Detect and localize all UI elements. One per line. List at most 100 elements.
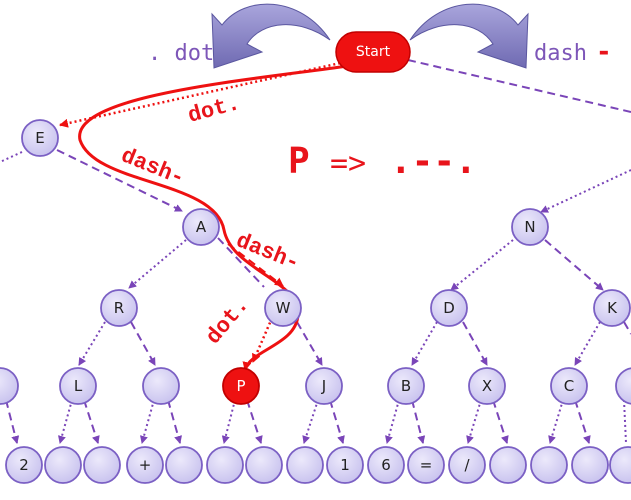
edge-empty-leaf xyxy=(167,399,182,444)
node-D-label: D xyxy=(443,299,455,317)
edge-N-D xyxy=(450,239,514,291)
dash-direction-arrow xyxy=(409,3,529,69)
edge-D-X xyxy=(462,321,488,366)
leaf-node xyxy=(44,446,82,484)
path-label-dot-1: dot. xyxy=(185,91,242,129)
edge-X-leaf xyxy=(492,399,509,444)
dash-legend-symbol: - xyxy=(596,37,612,67)
leaf-node xyxy=(609,446,631,484)
edge-X-slash xyxy=(466,399,482,444)
node-E xyxy=(21,119,59,157)
edge-L-leaf1 xyxy=(58,399,73,444)
start-node[interactable]: Start xyxy=(335,31,411,73)
edge-R-empty xyxy=(130,321,156,366)
node-K xyxy=(593,289,631,327)
formula-letter: P xyxy=(288,141,310,182)
node-B xyxy=(387,367,425,405)
node-eq-label: = xyxy=(420,456,433,474)
node-K-label: K xyxy=(607,299,618,317)
node-X xyxy=(468,367,506,405)
node-P-label: P xyxy=(236,377,245,395)
formula-code: .--. xyxy=(390,141,477,182)
node-right-offscreen xyxy=(615,367,631,405)
node-slash xyxy=(448,446,486,484)
path-label-dash-2: dash- xyxy=(232,228,303,276)
node-2 xyxy=(5,446,43,484)
edge-L-leaf2 xyxy=(83,399,100,444)
edge-C-leaf2 xyxy=(574,399,591,444)
edge-B-eq xyxy=(411,399,426,444)
node-empty-mid xyxy=(142,367,180,405)
edge-K-Y xyxy=(623,321,631,335)
node-D xyxy=(430,289,468,327)
red-edge-start-E xyxy=(59,60,346,128)
node-2-label: 2 xyxy=(19,456,29,474)
node-X-label: X xyxy=(482,377,492,395)
dash-legend-label: dash xyxy=(534,41,587,66)
tree-edges xyxy=(0,59,631,444)
node-plus xyxy=(126,446,164,484)
edge-A-W xyxy=(217,237,265,288)
leaf-node xyxy=(571,446,609,484)
dot-direction-arrow xyxy=(211,3,331,69)
formula-arrow: => xyxy=(330,146,366,181)
node-J xyxy=(305,367,343,405)
edge-N-K xyxy=(544,239,604,291)
edge-R-L xyxy=(78,321,106,366)
node-plus-label: + xyxy=(139,456,152,474)
edge-T-N xyxy=(540,169,631,213)
edge-B-6 xyxy=(385,399,400,444)
leaf-node xyxy=(83,446,121,484)
node-W-label: W xyxy=(276,299,291,317)
node-C-label: C xyxy=(564,377,574,395)
formula: P => .--. xyxy=(288,141,477,182)
node-A xyxy=(182,208,220,246)
node-1-label: 1 xyxy=(340,456,350,474)
edge-E-A xyxy=(56,149,183,212)
edge-J-leaf xyxy=(302,399,319,444)
start-label: Start xyxy=(356,44,391,60)
node-left-offscreen xyxy=(0,367,19,405)
dot-legend-label: . dot xyxy=(148,41,214,66)
edge-empty-plus xyxy=(140,399,155,444)
tree-nodes xyxy=(0,119,631,484)
edge-right-leaf xyxy=(623,399,627,444)
edge-E-I xyxy=(0,151,23,163)
edge-W-J xyxy=(296,321,323,366)
leaf-node xyxy=(206,446,244,484)
node-J-label: J xyxy=(321,377,326,395)
node-6 xyxy=(367,446,405,484)
edge-C-leaf1 xyxy=(548,399,564,444)
leaf-node xyxy=(245,446,283,484)
node-A-label: A xyxy=(196,218,207,236)
node-C xyxy=(550,367,588,405)
node-N xyxy=(511,208,549,246)
leaf-node xyxy=(530,446,568,484)
edge-left-2 xyxy=(5,399,20,444)
node-R xyxy=(100,289,138,327)
node-eq xyxy=(407,446,445,484)
node-N-label: N xyxy=(524,218,535,236)
node-P-highlighted xyxy=(222,367,260,405)
node-1 xyxy=(326,446,364,484)
edge-K-C xyxy=(574,321,601,366)
leaf-node xyxy=(165,446,203,484)
node-E-label: E xyxy=(35,129,44,147)
leaf-node xyxy=(489,446,527,484)
path-label-dot-2: dot. xyxy=(201,293,254,350)
edge-J-1 xyxy=(329,399,345,444)
node-L xyxy=(59,367,97,405)
edge-P-leaf2 xyxy=(246,399,263,444)
node-W xyxy=(264,289,302,327)
node-L-label: L xyxy=(74,377,83,395)
node-B-label: B xyxy=(401,377,411,395)
node-slash-label: / xyxy=(464,456,470,474)
edge-A-R xyxy=(128,239,187,289)
edge-P-leaf1 xyxy=(221,399,236,444)
node-6-label: 6 xyxy=(381,456,391,474)
edge-D-B xyxy=(411,321,438,366)
edge-start-T xyxy=(407,59,631,113)
leaf-node xyxy=(286,446,324,484)
